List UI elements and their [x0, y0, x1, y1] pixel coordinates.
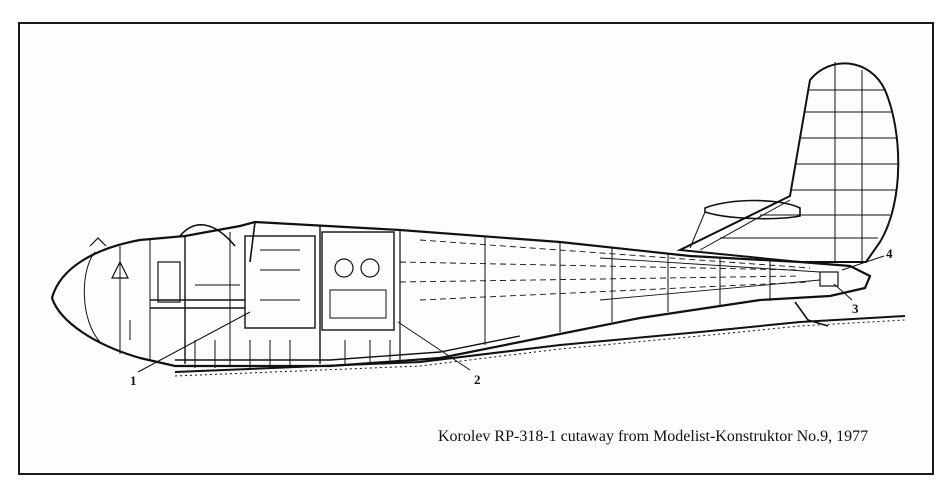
callout-leaders — [137, 255, 885, 373]
fuselage-frames — [119, 226, 771, 366]
callout-2-label: 2 — [474, 372, 481, 387]
ground-line — [174, 315, 906, 377]
callout-3-label: 3 — [852, 301, 859, 316]
callout-1-label: 1 — [130, 373, 137, 388]
control-cables — [399, 239, 821, 301]
callout-4-label: 4 — [886, 246, 893, 261]
tail-skid — [794, 271, 839, 327]
diagram-frame — [18, 22, 934, 475]
cockpit-equipment — [89, 237, 245, 340]
figure-caption: Korolev RP-318-1 cutaway from Modelist-K… — [438, 428, 869, 445]
lower-keel-ribs — [194, 340, 391, 368]
fuselage-outline — [50, 220, 872, 368]
horizontal-stabilizer — [689, 199, 801, 249]
rocket-engine-section — [244, 231, 395, 331]
vertical-tail-fin — [676, 62, 900, 263]
